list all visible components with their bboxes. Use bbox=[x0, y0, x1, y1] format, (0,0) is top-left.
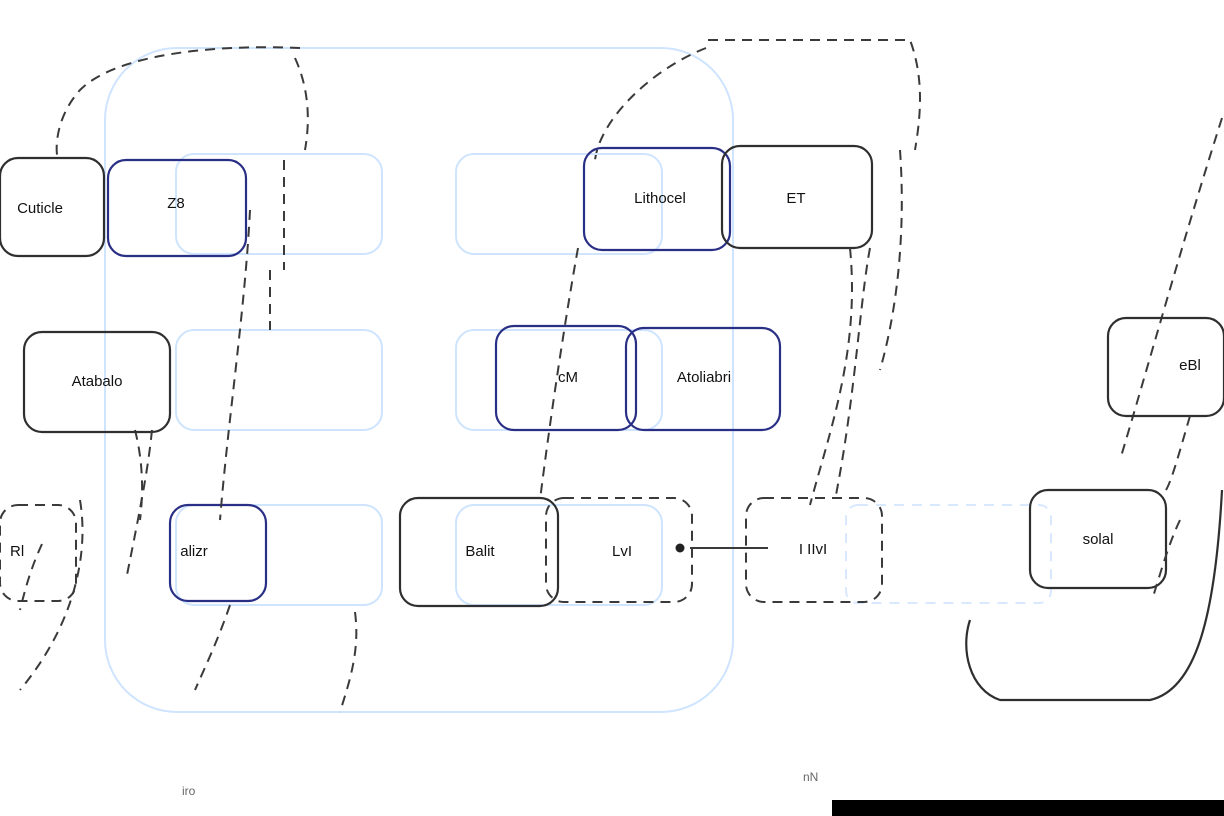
node-label-cuticle: Cuticle bbox=[17, 200, 63, 217]
node-label-rl: Rl bbox=[10, 543, 24, 560]
node-solal: solal bbox=[1028, 488, 1168, 590]
node-label-z8: Z8 bbox=[167, 195, 185, 212]
node-label-et: ET bbox=[786, 190, 805, 207]
central-container bbox=[104, 47, 734, 713]
left-outer-loop bbox=[19, 46, 309, 691]
node-label-iivi: I IIvI bbox=[799, 541, 827, 558]
connectors bbox=[19, 160, 1191, 713]
node-et: ET bbox=[720, 144, 874, 250]
node-label-balit: Balit bbox=[465, 543, 495, 560]
bottom-right-bar bbox=[832, 800, 1224, 816]
node-cuticle: Cuticle bbox=[0, 156, 106, 258]
right-outer-loop bbox=[594, 39, 1224, 702]
node-ebl: eBl bbox=[1106, 316, 1224, 418]
placeholder-grid bbox=[175, 153, 1052, 606]
node-label-ebl: eBl bbox=[1179, 357, 1201, 374]
caption-left: iro bbox=[182, 784, 196, 798]
node-rl: Rl bbox=[0, 504, 77, 602]
caption-right: nN bbox=[803, 770, 818, 784]
node-label-cm: cM bbox=[558, 369, 578, 386]
node-z8: Z8 bbox=[106, 158, 248, 258]
node-atoliabri: Atoliabri bbox=[624, 326, 782, 432]
node-label-solal: solal bbox=[1083, 531, 1114, 548]
node-label-lithocel: Lithocel bbox=[634, 190, 686, 207]
node-cm: cM bbox=[494, 324, 638, 432]
connector-endpoint-dot bbox=[675, 543, 685, 553]
node-lvi: LvI bbox=[545, 497, 693, 603]
node-label-alizr: alizr bbox=[180, 543, 208, 560]
node-balit: Balit bbox=[398, 496, 560, 608]
node-label-lvi: LvI bbox=[612, 543, 632, 560]
node-atabalo: Atabalo bbox=[22, 330, 172, 434]
node-alizr: alizr bbox=[168, 503, 268, 603]
node-label-atabalo: Atabalo bbox=[72, 373, 123, 390]
node-lithocel: Lithocel bbox=[582, 146, 732, 252]
node-label-atoliabri: Atoliabri bbox=[677, 369, 731, 386]
node-iivi: I IIvI bbox=[745, 497, 883, 603]
